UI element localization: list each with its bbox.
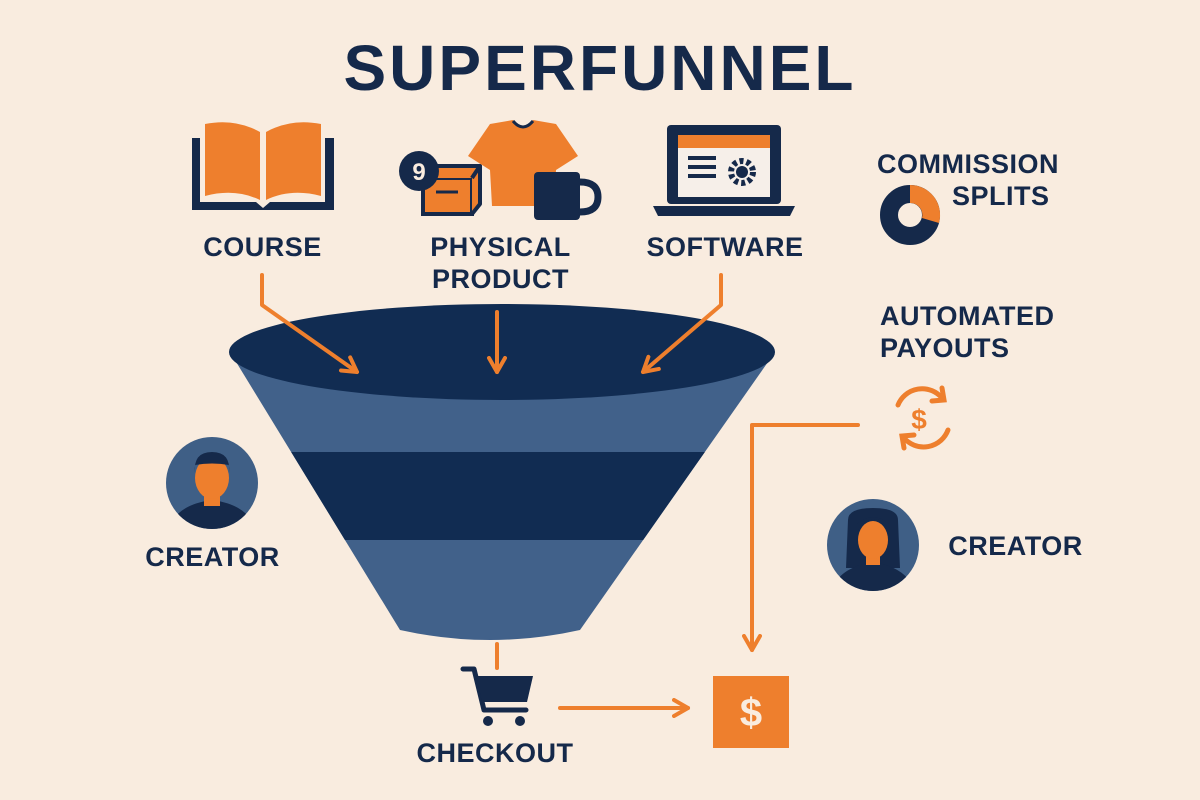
software-label: SOFTWARE: [646, 232, 804, 262]
laptop-icon: [653, 125, 795, 216]
creator-avatar-left: [166, 437, 258, 529]
payout-flow-arrow: [742, 423, 860, 652]
funnel: [229, 304, 775, 640]
creator-avatar-right: [827, 499, 919, 591]
course-label: COURSE: [203, 232, 322, 262]
creator-left-label: CREATOR: [145, 542, 280, 572]
badge-icon: 9: [399, 151, 439, 191]
book-icon: [192, 122, 334, 210]
commission-splits-label: COMMISSION SPLITS: [877, 148, 1097, 213]
input-arrows: [260, 273, 723, 374]
donut-chart-icon: [880, 184, 941, 245]
funnel-top: [229, 304, 775, 400]
automated-payouts-label-line1: AUTOMATED: [880, 301, 1055, 331]
funnel-band-2: [230, 452, 775, 540]
software-arrow: [641, 273, 723, 374]
automated-payouts-label-line2: PAYOUTS: [880, 333, 1010, 364]
commission-splits-label-line1: COMMISSION: [877, 149, 1060, 179]
dollar-icon: $: [713, 676, 789, 748]
automated-payouts-label: AUTOMATED PAYOUTS: [880, 300, 1100, 365]
checkout-label: CHECKOUT: [416, 738, 574, 768]
creator-right-label: CREATOR: [948, 531, 1083, 561]
physical-product-label-line2: PRODUCT: [432, 264, 569, 295]
mug-icon: [534, 172, 602, 220]
payout-dollar-sign: $: [911, 404, 927, 435]
diagram-title: SUPERFUNNEL: [343, 32, 857, 104]
commission-splits-label-line2: SPLITS: [952, 181, 1050, 212]
box-badge-number: 9: [412, 159, 425, 186]
payout-cycle-icon: $: [895, 385, 951, 451]
physical-product-label: PHYSICAL PRODUCT: [398, 231, 603, 296]
course-arrow: [260, 273, 359, 374]
dollar-box-symbol: $: [740, 691, 762, 735]
physical-product-label-line1: PHYSICAL: [430, 232, 571, 262]
cart-icon: [460, 666, 533, 726]
